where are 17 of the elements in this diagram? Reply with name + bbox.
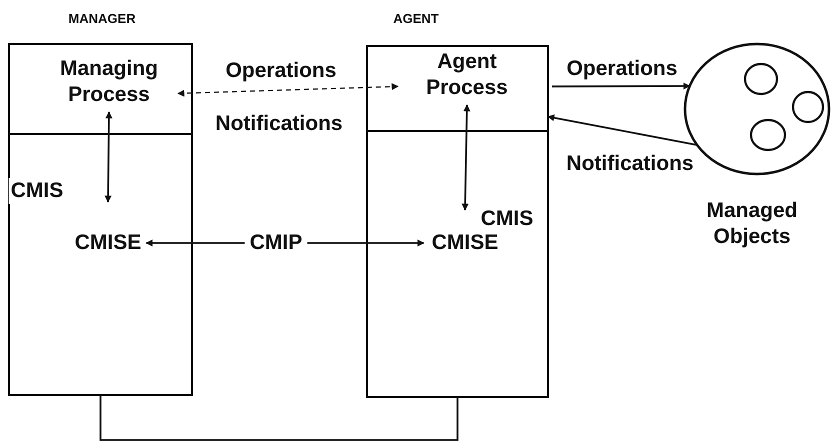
protocol-label: CMISE xyxy=(74,230,142,256)
arrow xyxy=(552,82,690,90)
column-heading: MANAGER xyxy=(68,11,136,26)
connector-line xyxy=(100,396,458,441)
arrow xyxy=(177,83,399,97)
process-label: Agent Process xyxy=(425,49,509,101)
protocol-label: CMISE xyxy=(432,230,498,256)
arrow xyxy=(547,114,698,146)
arrow xyxy=(146,240,245,246)
process-label: Managing Process xyxy=(59,56,159,108)
circle-caption: Managed Objects xyxy=(705,198,798,250)
arrow xyxy=(307,240,424,246)
arrow xyxy=(104,111,112,203)
arrow xyxy=(462,104,470,211)
protocol-label: CMIP xyxy=(250,230,302,256)
column-heading: AGENT xyxy=(393,11,439,26)
edge-label: CMIS xyxy=(8,178,66,204)
